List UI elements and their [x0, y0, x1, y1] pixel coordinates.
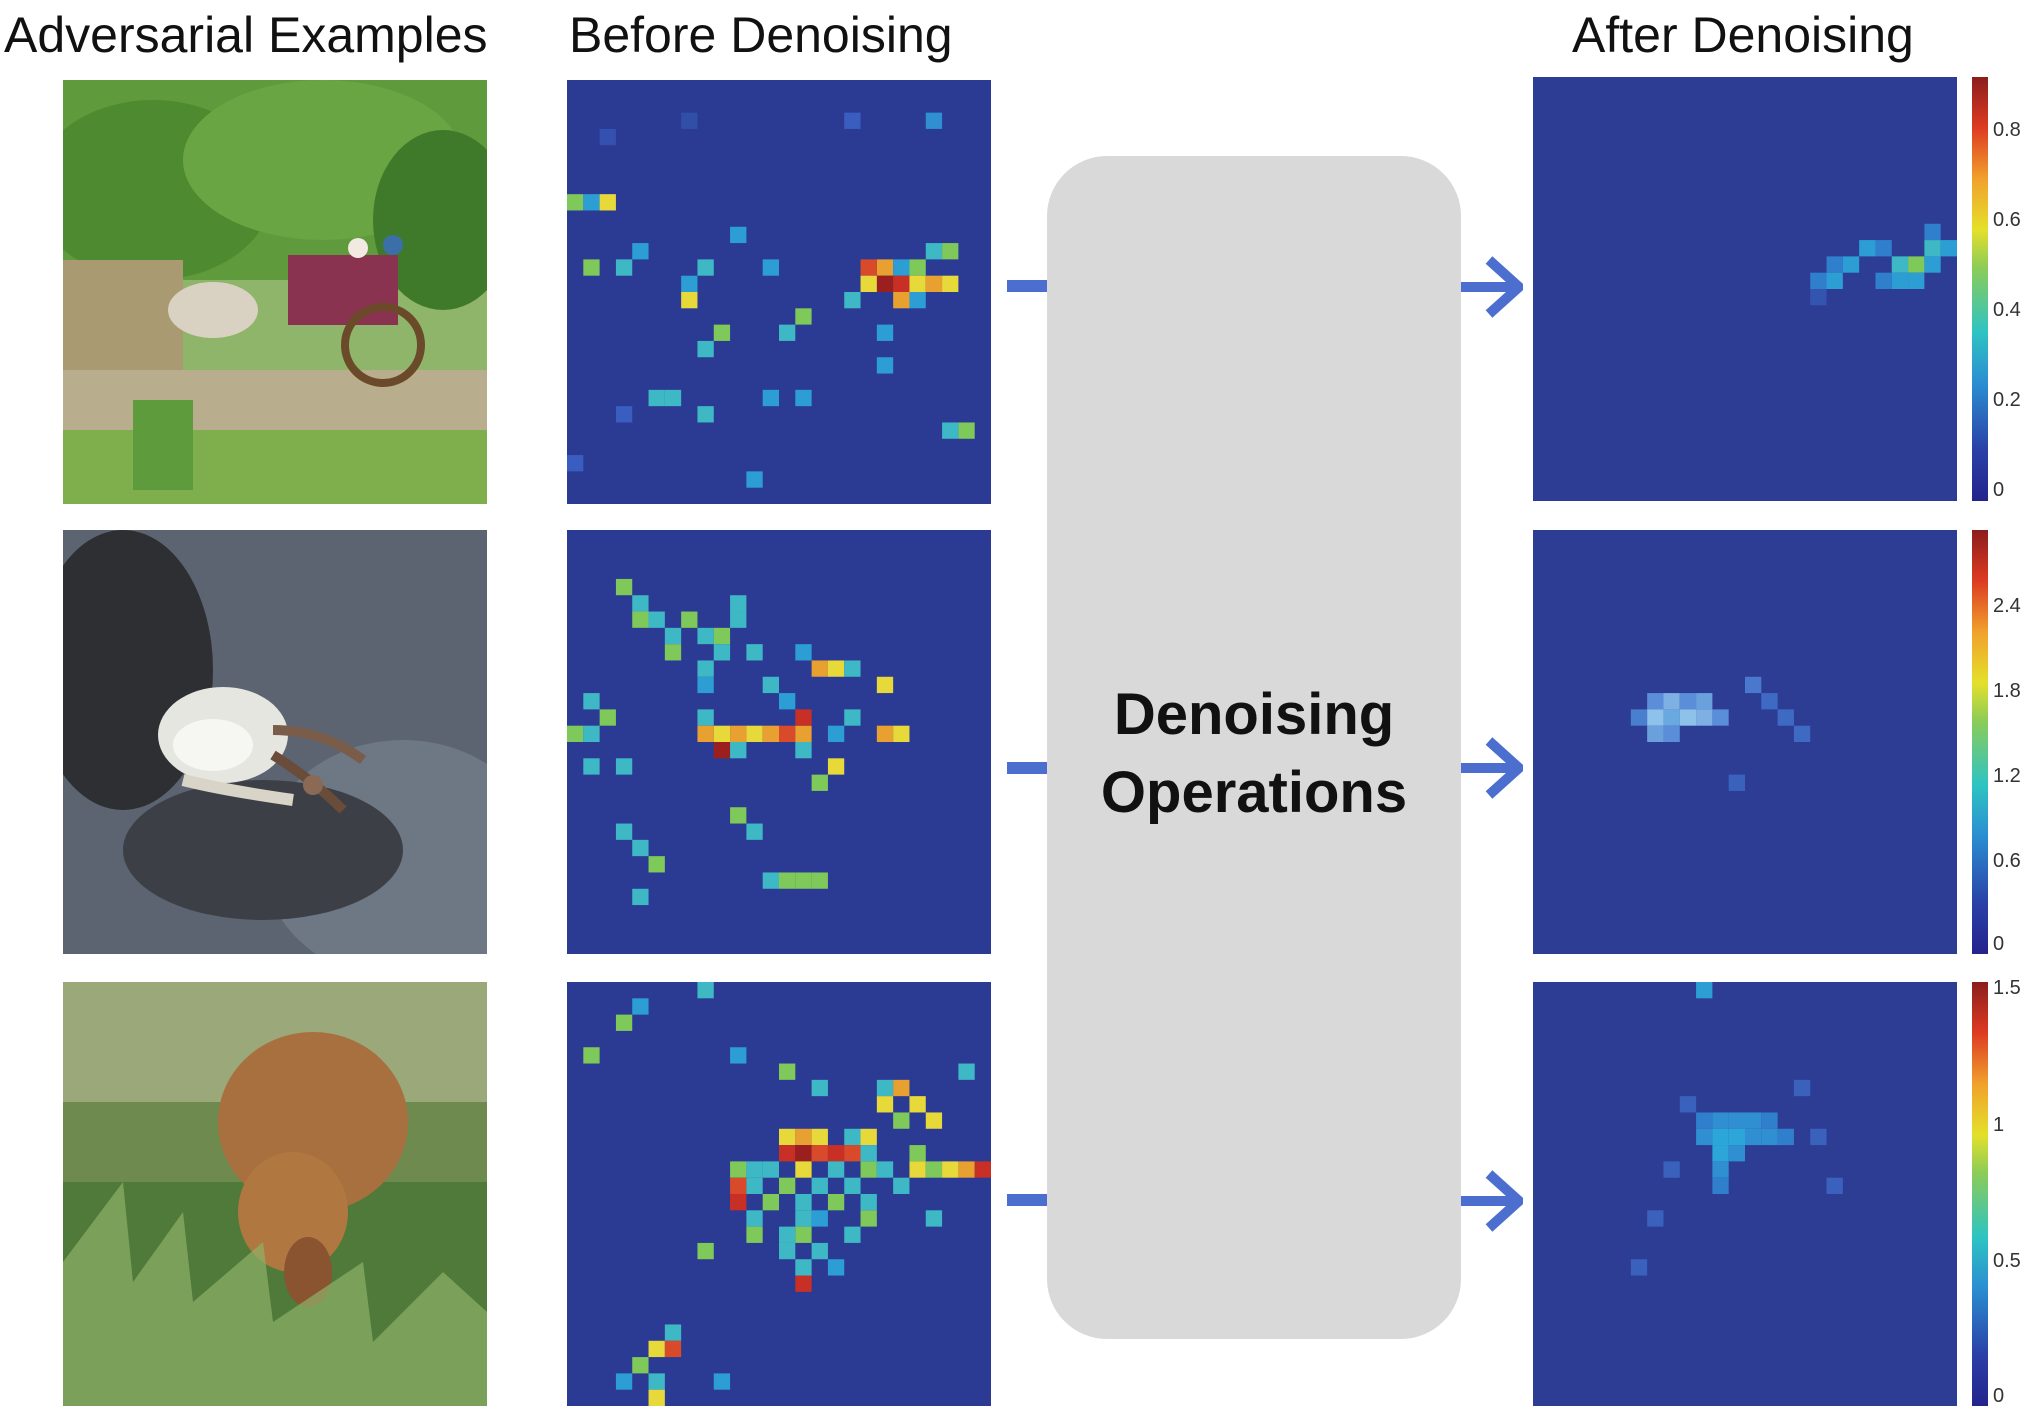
- denoising-label-line2: Operations: [1100, 760, 1408, 825]
- header-after-denoising: After Denoising: [1572, 7, 1914, 63]
- colorbar-2-tick-label: 0: [1993, 933, 2005, 955]
- colorbar-1-tick-label: 0.6: [1993, 209, 2021, 231]
- heatmap-before-3: [567, 982, 991, 1406]
- arrow-right-icon: [1461, 737, 1523, 799]
- colorbar-2-tick-label: 1.8: [1993, 680, 2021, 702]
- header-before-denoising: Before Denoising: [569, 7, 953, 63]
- denoising-operations-box: [1047, 156, 1461, 1339]
- colorbar-3-tick-label: 0: [1993, 1385, 2005, 1407]
- denoising-label-line1: Denoising: [1113, 682, 1395, 747]
- photo-ox-cart: [63, 80, 487, 504]
- photo-boar: [63, 982, 487, 1406]
- arrow-right-icon: [1461, 1170, 1523, 1232]
- colorbar-3-tick-label: 0.5: [1993, 1250, 2021, 1272]
- colorbar-3-tick-label: 1.5: [1993, 977, 2021, 999]
- heatmap-before-1: [567, 80, 991, 504]
- heatmap-after-2: [1533, 530, 1957, 954]
- colorbar-1-tick-label: 0: [1993, 479, 2005, 501]
- colorbar-1-tick-label: 0.2: [1993, 389, 2021, 411]
- colorbar-2: [1972, 530, 1988, 954]
- heatmap-before-2: [567, 530, 991, 954]
- heatmap-after-3: [1533, 982, 1957, 1406]
- colorbar-1-tick-label: 0.8: [1993, 119, 2021, 141]
- heatmap-after-1: [1533, 77, 1957, 501]
- input-connector-3: [1007, 1194, 1047, 1206]
- colorbar-1-tick-label: 0.4: [1993, 299, 2021, 321]
- colorbar-2-tick-label: 1.2: [1993, 765, 2021, 787]
- colorbar-3: [1972, 982, 1988, 1406]
- arrow-right-icon: [1461, 256, 1523, 318]
- input-connector-1: [1007, 280, 1047, 292]
- header-adversarial-examples: Adversarial Examples: [4, 7, 488, 63]
- colorbar-2-tick-label: 2.4: [1993, 595, 2021, 617]
- denoising-operations-label: Denoising Operations: [1047, 676, 1461, 832]
- colorbar-1: [1972, 77, 1988, 501]
- colorbar-3-tick-label: 1: [1993, 1114, 2005, 1136]
- photo-crab: [63, 530, 487, 954]
- colorbar-2-tick-label: 0.6: [1993, 850, 2021, 872]
- input-connector-2: [1007, 762, 1047, 774]
